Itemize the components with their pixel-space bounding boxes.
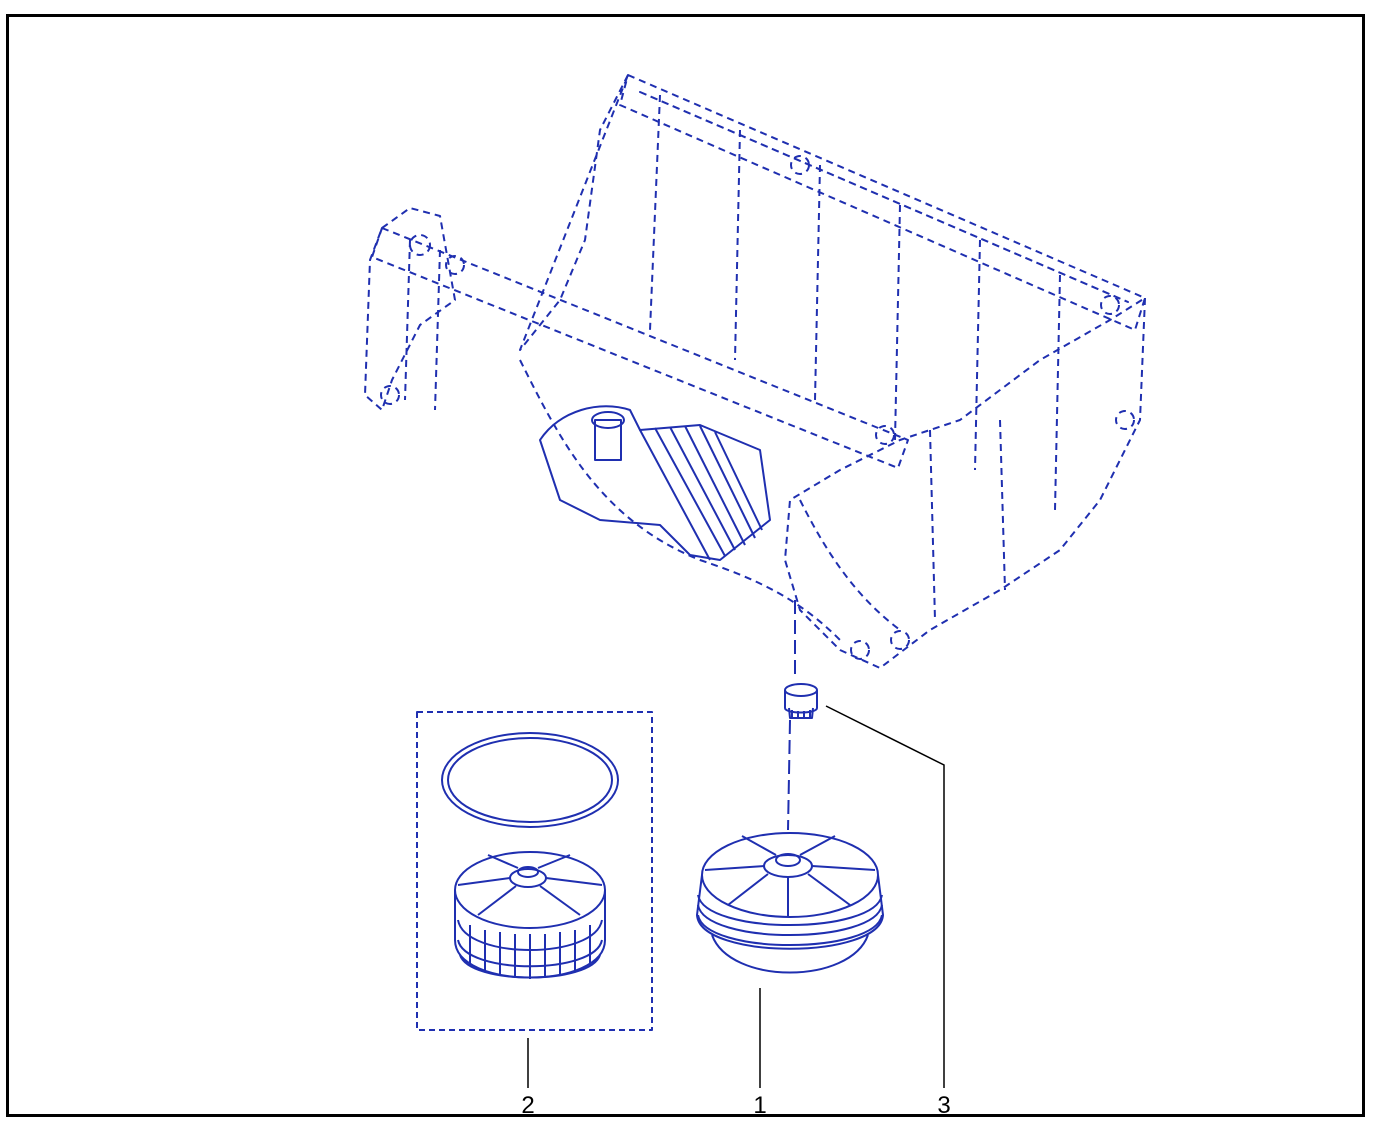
oil-cooler-housing (539, 405, 771, 561)
diagram-frame (6, 14, 1365, 1117)
part-1-filter-cap (696, 832, 884, 974)
part-2-seal-ring (441, 732, 619, 828)
callout-2: 2 (521, 1092, 535, 1119)
callout-3: 3 (937, 1092, 951, 1119)
callout-1: 1 (753, 1092, 767, 1119)
engine-block (364, 74, 1146, 669)
part-3-plug (784, 683, 818, 719)
part-2-kit-box (416, 711, 653, 1031)
leader-line-3 (825, 705, 945, 1088)
part-2-filter-element (454, 851, 606, 979)
assembly-axis-line (787, 600, 796, 831)
